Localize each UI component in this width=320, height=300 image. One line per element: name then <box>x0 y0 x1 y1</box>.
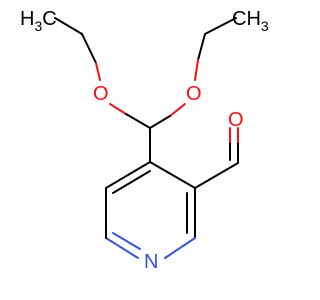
bond-methyl-left-ch2 <box>54 17 83 35</box>
oxygen-carbonyl-label: O <box>228 109 244 131</box>
bond-ring-aldehyde <box>194 162 239 189</box>
ring-bond-n-c6 <box>105 237 139 259</box>
ring-bond-c5-c4-inner <box>112 170 151 194</box>
bond-oleft-acetal-carbon-part <box>125 113 151 129</box>
bond-methyl-right-ch2 <box>204 17 237 35</box>
oxygen-right-label: O <box>186 83 202 105</box>
ring-bond-c5-c4 <box>105 161 151 189</box>
methyl-left-label: H3C <box>20 8 57 34</box>
nitrogen-ring-label: N <box>144 251 158 273</box>
bond-ch2-oright-oxygen-part <box>194 59 199 81</box>
structure-drawing: H3C CH3 O O O N <box>20 8 269 273</box>
molecule-canvas: H3C CH3 O O O N <box>20 8 269 273</box>
bond-ch2-oleft-carbon-part <box>81 33 97 64</box>
bond-oleft-acetal-oxygen-part <box>109 103 127 115</box>
bond-oright-acetal-oxygen-part <box>169 103 186 117</box>
oxygen-left-label: O <box>93 83 109 105</box>
ring-bond-c2-n <box>164 237 196 259</box>
bond-ch2-oleft-oxygen-part <box>95 62 101 81</box>
bond-oright-acetal-carbon-part <box>149 115 171 129</box>
ring-bond-c4-c3 <box>149 161 196 189</box>
bond-ch2-oright-carbon-part <box>197 33 206 61</box>
ring-bond-n-c6-inner <box>112 232 141 250</box>
methyl-right-label: CH3 <box>232 8 269 34</box>
